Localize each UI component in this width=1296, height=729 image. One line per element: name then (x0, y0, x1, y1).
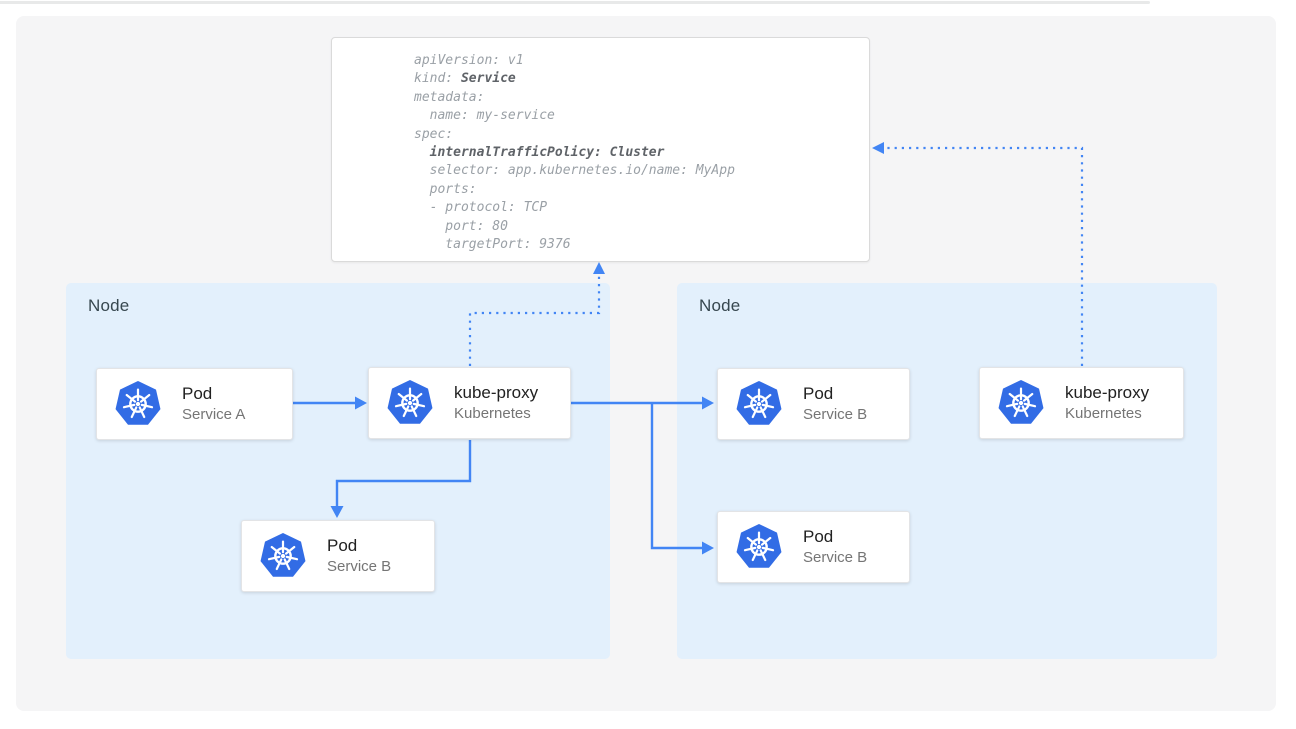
kubernetes-logo-icon (259, 532, 307, 580)
card-title: Pod (803, 527, 834, 546)
code-line: internalTrafficPolicy: Cluster (429, 145, 665, 161)
kubernetes-logo-icon (735, 523, 783, 571)
card-pod-service-b-left: Pod Service B (241, 520, 435, 592)
code-line: apiVersion: v1 (414, 53, 524, 68)
top-divider (0, 1, 1150, 4)
code-line: spec: (414, 126, 454, 142)
kubernetes-logo-icon (735, 380, 783, 428)
kubernetes-logo-icon (114, 380, 162, 428)
card-kube-proxy-left: kube-proxy Kubernetes (368, 367, 571, 439)
yaml-service-manifest: apiVersion: v1 kind: Service metadata: nam… (331, 37, 870, 262)
card-subtitle: Kubernetes (1065, 405, 1142, 423)
code-line: targetPort: 9376 (414, 237, 571, 253)
code-line: name: my-service (414, 108, 555, 124)
node-label: Node (88, 296, 130, 315)
kubernetes-logo-icon (997, 379, 1045, 427)
card-title: Pod (803, 384, 834, 403)
card-subtitle: Service B (803, 549, 868, 567)
card-kube-proxy-right: kube-proxy Kubernetes (979, 367, 1184, 439)
card-subtitle: Kubernetes (454, 405, 531, 423)
card-subtitle: Service B (327, 558, 392, 576)
node-label: Node (699, 296, 741, 315)
card-title: kube-proxy (1065, 383, 1150, 402)
kubernetes-logo-icon (386, 379, 434, 427)
code-line: kind: Service (414, 71, 516, 87)
card-title: Pod (327, 536, 358, 555)
card-title: kube-proxy (454, 383, 539, 402)
card-subtitle: Service B (803, 406, 868, 424)
code-line: selector: app.kubernetes.io/name: MyApp (414, 163, 735, 179)
code-line: - protocol: TCP (414, 200, 548, 216)
card-subtitle: Service A (182, 406, 246, 424)
code-line: metadata: (414, 89, 485, 105)
node-box-left: Node (66, 283, 610, 659)
card-pod-service-a: Pod Service A (96, 368, 293, 440)
code-line: port: 80 (414, 218, 508, 234)
node-box-right: Node (677, 283, 1217, 659)
code-line: ports: (414, 181, 477, 197)
card-pod-service-b-right-1: Pod Service B (717, 368, 910, 440)
card-pod-service-b-right-2: Pod Service B (717, 511, 910, 583)
card-title: Pod (182, 384, 213, 403)
